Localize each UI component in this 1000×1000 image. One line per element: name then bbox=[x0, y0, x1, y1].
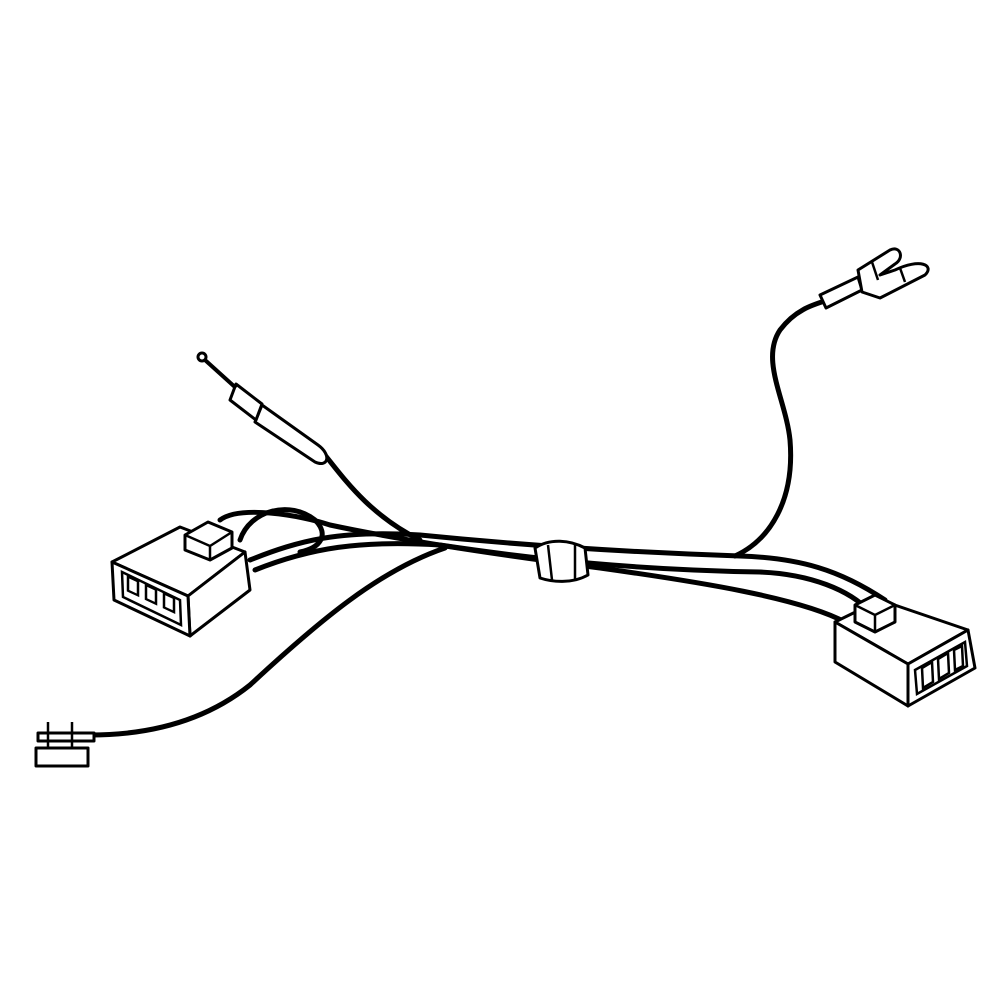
ground-tab-terminal bbox=[34, 722, 96, 768]
pin-probe-terminal bbox=[196, 351, 329, 465]
left-3-pin-connector bbox=[110, 520, 252, 638]
harness-clip bbox=[533, 539, 590, 583]
spade-terminal bbox=[818, 247, 930, 310]
wire-bundle bbox=[87, 297, 888, 738]
right-3-pin-connector bbox=[833, 593, 977, 708]
